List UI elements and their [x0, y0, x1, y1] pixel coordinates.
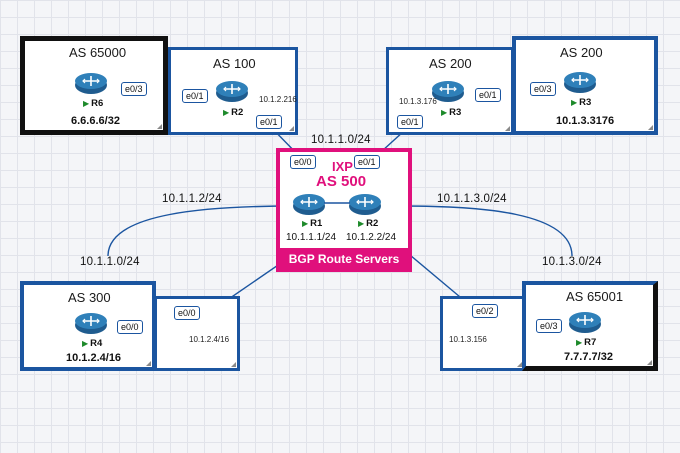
interface-ip: 10.1.2.4/16: [189, 335, 230, 344]
ixp-banner: BGP Route Servers: [280, 248, 408, 270]
interface-label: e0/0: [117, 320, 143, 334]
status-up-icon: ▶: [302, 219, 309, 228]
network-label: 10.1.3.0/24: [542, 256, 602, 268]
status-up-icon: ▶: [358, 219, 365, 228]
router-icon[interactable]: [74, 311, 108, 335]
status-up-icon: ▶: [576, 338, 583, 347]
link-ixp-as65001b: [403, 249, 467, 303]
interface-ip: 10.1.3.3176: [556, 115, 615, 127]
ixp-as: AS 500: [316, 173, 367, 190]
interface-ip: 10.1.3.156: [449, 335, 487, 344]
router-ip: 10.1.2.2/24: [346, 232, 397, 243]
as-title: AS 100: [213, 56, 256, 71]
as-title: AS 65000: [69, 45, 127, 60]
loopback-ip: 7.7.7.7/32: [564, 351, 613, 363]
router-icon[interactable]: [431, 79, 465, 103]
status-up-icon: ▶: [83, 99, 90, 108]
router-name: ▶R7: [576, 337, 597, 348]
router-name: ▶R4: [82, 338, 103, 349]
as-65001-peer-box: 10.1.3.156: [440, 296, 526, 371]
resize-handle[interactable]: [146, 361, 151, 366]
status-up-icon: ▶: [571, 98, 578, 107]
resize-handle[interactable]: [517, 362, 522, 367]
as-title: AS 200: [429, 56, 472, 71]
interface-label: e0/2: [472, 304, 498, 318]
resize-handle[interactable]: [231, 362, 236, 367]
network-label: 10.1.1.0/24: [80, 256, 140, 268]
router-name: ▶R3: [571, 97, 592, 108]
interface-label: e0/1: [475, 88, 501, 102]
network-label: 10.1.1.3.0/24: [437, 193, 507, 205]
router-name: ▶R6: [83, 98, 104, 109]
interface-ip: 10.1.3.176: [399, 97, 437, 106]
interface-label: e0/0: [174, 306, 200, 320]
router-ip: 10.1.1.1/24: [286, 232, 337, 243]
interface-label: e0/3: [530, 82, 556, 96]
status-up-icon: ▶: [82, 339, 89, 348]
as-title: AS 200: [560, 45, 603, 60]
resize-handle[interactable]: [289, 126, 294, 131]
interface-label: e0/3: [536, 319, 562, 333]
router-icon[interactable]: [292, 192, 326, 216]
router-name: ▶R2: [358, 218, 379, 229]
as-200-box-right: AS 200 ▶R3 10.1.3.3176: [512, 36, 658, 135]
interface-label: e0/0: [290, 155, 316, 169]
link-ixp-as65001: [401, 205, 573, 257]
router-icon[interactable]: [74, 71, 108, 95]
router-icon[interactable]: [348, 192, 382, 216]
router-name: ▶R2: [223, 107, 244, 118]
router-icon[interactable]: [568, 310, 602, 334]
loopback-ip: 6.6.6.6/32: [71, 115, 120, 127]
interface-label: e0/1: [354, 155, 380, 169]
router-icon[interactable]: [215, 79, 249, 103]
interface-label: e0/1: [397, 115, 423, 129]
router-icon[interactable]: [563, 70, 597, 94]
link-ixp-as300: [107, 205, 297, 257]
interface-label: e0/1: [182, 89, 208, 103]
as-300-box: AS 300 ▶R4 10.1.2.4/16: [20, 281, 156, 371]
as-title: AS 65001: [566, 289, 624, 304]
status-up-icon: ▶: [441, 108, 448, 117]
network-label: 10.1.1.2/24: [162, 193, 222, 205]
interface-label: e0/3: [121, 82, 147, 96]
resize-handle[interactable]: [647, 360, 652, 365]
router-name: ▶R3: [441, 107, 462, 118]
interface-ip: 10.1.2.4/16: [66, 352, 122, 364]
resize-handle[interactable]: [157, 124, 162, 129]
interface-ip: 10.1.2.216: [259, 95, 297, 104]
link-r1-r2: [324, 202, 350, 204]
router-name: ▶R1: [302, 218, 323, 229]
status-up-icon: ▶: [223, 108, 230, 117]
resize-handle[interactable]: [648, 125, 653, 130]
interface-label: e0/1: [256, 115, 282, 129]
ixp-title: IXP: [332, 159, 353, 174]
network-label: 10.1.1.0/24: [311, 134, 371, 146]
resize-handle[interactable]: [505, 126, 510, 131]
as-title: AS 300: [68, 290, 111, 305]
